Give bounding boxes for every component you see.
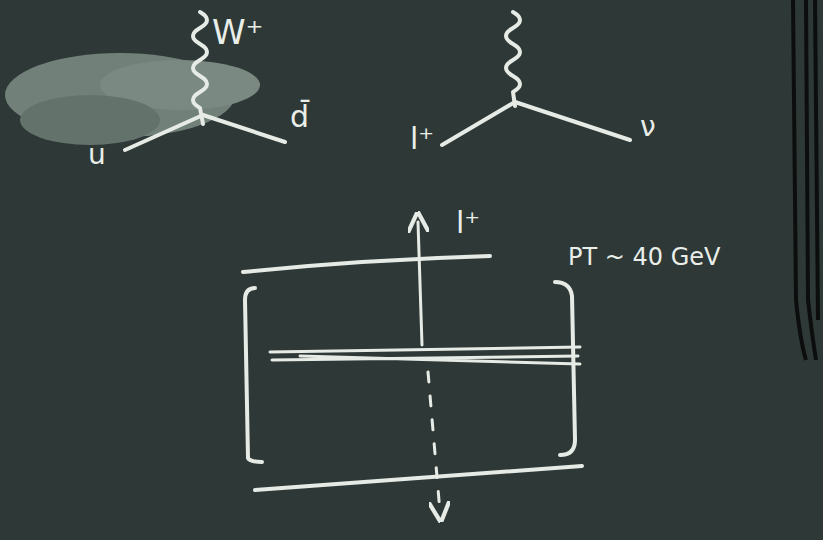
w-boson-line [193,12,207,124]
detector-box [245,288,262,462]
detector-top [243,256,490,272]
chalk-label: d̄ [290,100,309,133]
w-boson-line [506,12,520,106]
chalk-label: ν [640,112,656,143]
quark-line [125,115,285,150]
beam-line [270,347,580,364]
chalk-label: l⁺ [456,206,480,239]
detector-box [555,282,575,455]
missing-arrow [428,372,440,512]
lepton-arrow [418,222,422,345]
chalk-label: W⁺ [212,14,264,51]
cables [793,0,818,360]
lepton-line [442,102,630,145]
erased-smudge [5,53,260,145]
detector-bottom [255,466,582,490]
chalk-label: u [88,140,106,171]
chalk-label: l⁺ [410,122,434,155]
chalk-label: PT ~ 40 GeV [568,244,720,270]
